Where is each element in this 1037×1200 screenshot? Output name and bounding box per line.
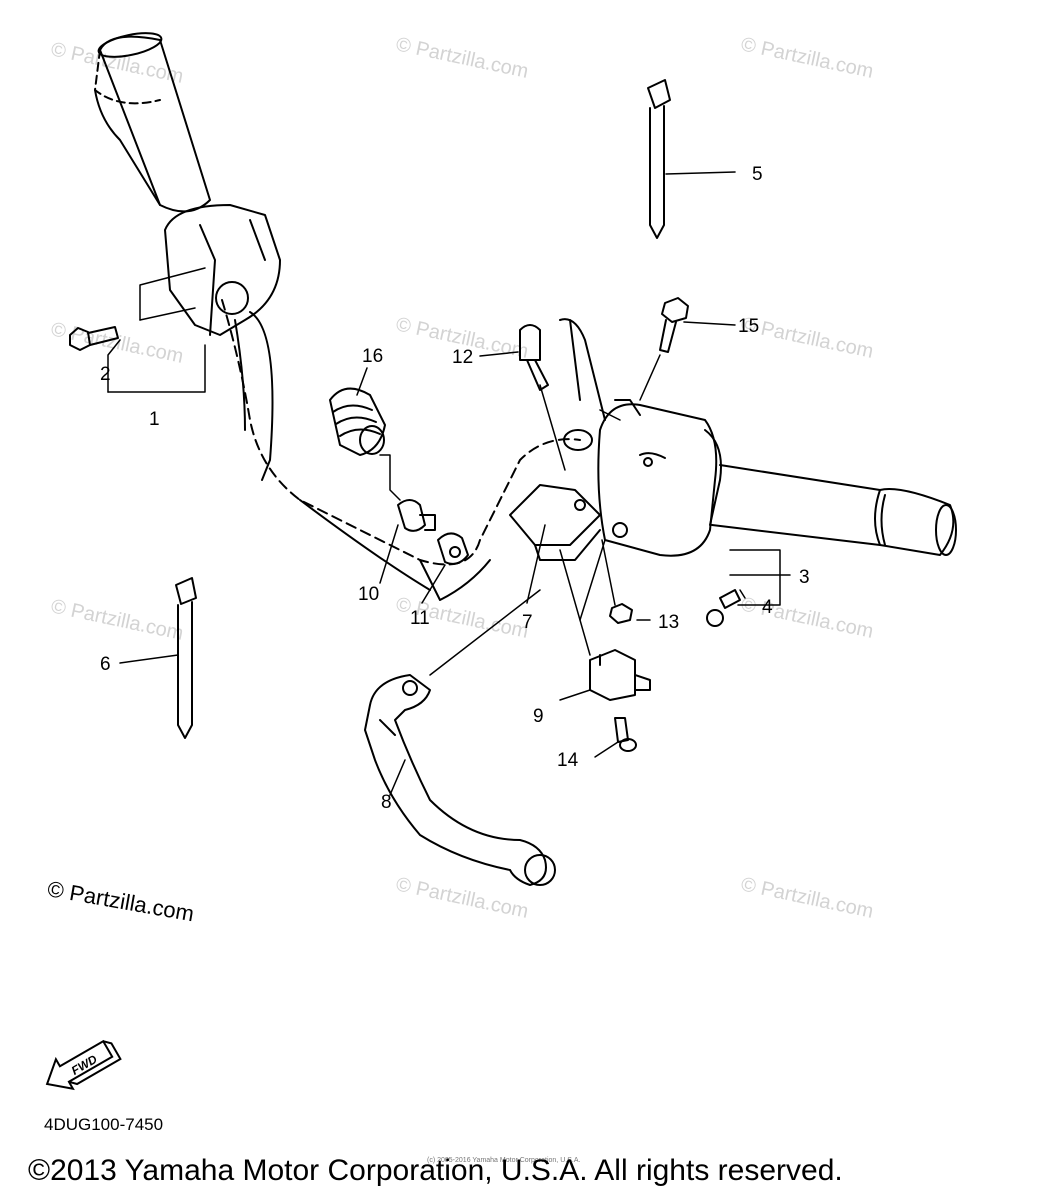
callout-10: 10	[358, 584, 379, 605]
diagram-code: 4DUG100-7450	[44, 1115, 164, 1134]
callout-4: 4	[762, 597, 773, 618]
watermark: © Partzilla.com	[739, 33, 875, 83]
callout-5: 5	[752, 164, 763, 185]
watermark: © Partzilla.com	[394, 873, 530, 923]
adjuster-10	[397, 499, 436, 532]
callout-6: 6	[100, 654, 111, 675]
callout-7: 7	[522, 612, 533, 633]
screw-4	[706, 589, 741, 627]
callout-15: 15	[738, 316, 759, 337]
copyright-notice: ©2013 Yamaha Motor Corporation, U.S.A. A…	[28, 1154, 843, 1187]
callout-16: 16	[362, 346, 383, 367]
callout-13: 13	[658, 612, 679, 633]
callout-14: 14	[557, 750, 579, 771]
callout-9: 9	[533, 706, 544, 727]
clutch-switch	[589, 649, 651, 701]
callout-12: 12	[452, 347, 473, 368]
callout-2: 2	[100, 364, 111, 385]
callout-11: 11	[410, 608, 430, 629]
watermark: © Partzilla.com	[739, 593, 875, 643]
watermark: © Partzilla.com	[739, 313, 875, 363]
bolt-15	[659, 297, 689, 353]
rubber-boot	[329, 387, 386, 456]
callout-8: 8	[381, 792, 392, 813]
locknut-11	[437, 532, 469, 565]
callout-1: 1	[149, 409, 160, 430]
callout-labels: 1 2 3 4 5 6 7 8 9 10 11 12 13 14 15 16	[100, 164, 810, 813]
leader-lines	[107, 171, 791, 796]
handlebar	[221, 299, 606, 601]
watermark: © Partzilla.com	[394, 33, 530, 83]
watermark: © Partzilla.com	[49, 38, 185, 88]
cable-tie-6	[175, 577, 197, 739]
screw-14	[614, 717, 637, 752]
nut-13	[609, 603, 633, 624]
clutch-lever	[364, 674, 556, 886]
fwd-arrow: FWD	[45, 1039, 122, 1091]
watermark: © Partzilla.com	[739, 873, 875, 923]
clutch-perch	[509, 429, 601, 561]
left-throttle-grip	[94, 32, 211, 213]
small-copyright: (c) 2005-2016 Yamaha Motor Corporation, …	[427, 1157, 581, 1164]
bolt-2	[69, 326, 119, 351]
cable-tie-5	[647, 79, 671, 239]
callout-3: 3	[799, 567, 810, 588]
watermark: © Partzilla.com	[49, 595, 185, 645]
right-switch-housing	[597, 399, 881, 557]
bolt-12	[519, 324, 549, 391]
right-grip	[879, 488, 957, 556]
throttle-housing	[164, 204, 281, 336]
